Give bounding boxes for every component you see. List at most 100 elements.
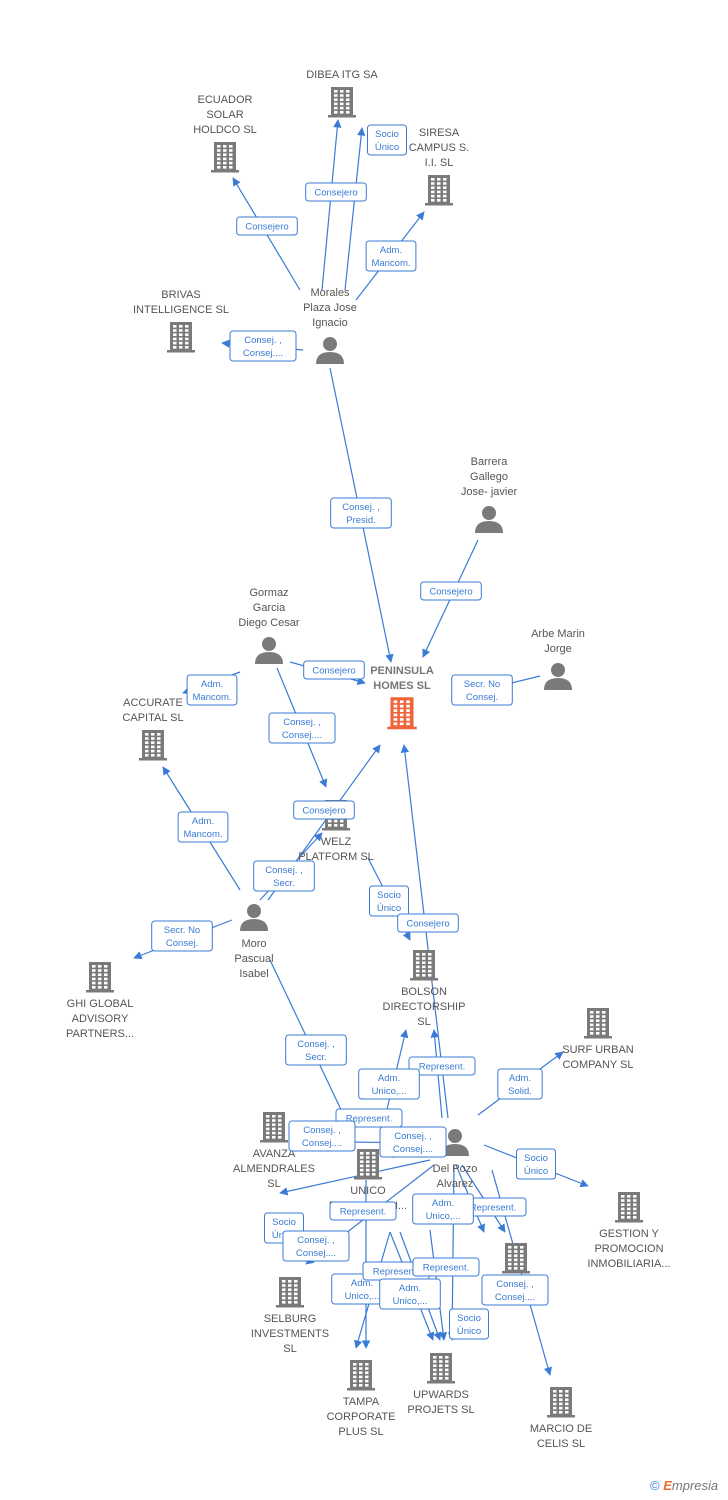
relation-label[interactable]: Consejero (303, 660, 365, 680)
relation-label[interactable]: Represent. (408, 1056, 476, 1076)
relation-label[interactable]: Consej. ,Secr. (285, 1034, 347, 1066)
relation-label-box[interactable] (412, 1257, 480, 1277)
relation-label-box[interactable] (305, 182, 367, 202)
node-ghi[interactable]: GHI GLOBALADVISORYPARTNERS... (66, 962, 134, 1040)
node-label: Barrera (471, 456, 509, 468)
relation-label-box[interactable] (412, 1193, 474, 1225)
relation-label-box[interactable] (397, 913, 459, 933)
relation-label[interactable]: Represent. (329, 1201, 397, 1221)
relation-label-box[interactable] (365, 240, 417, 272)
node-label: Plaza Jose (303, 302, 357, 314)
relation-label[interactable]: Consejero (305, 182, 367, 202)
relation-label[interactable]: Consej. ,Consej.... (481, 1274, 549, 1306)
relation-label[interactable]: Consej. ,Presid. (330, 497, 392, 529)
node-label: WELZ (321, 836, 352, 848)
relation-label-text: Consej.... (282, 730, 322, 741)
relation-label[interactable]: Consejero (397, 913, 459, 933)
relation-label-box[interactable] (379, 1126, 447, 1158)
relation-label[interactable]: Consej. ,Secr. (253, 860, 315, 892)
relation-label-box[interactable] (285, 1034, 347, 1066)
relation-label-box[interactable] (449, 1308, 489, 1340)
relation-label[interactable]: Consejero (236, 216, 298, 236)
relation-label[interactable]: Consej. ,Consej.... (268, 712, 336, 744)
relation-label-box[interactable] (282, 1230, 350, 1262)
relation-label-box[interactable] (369, 885, 409, 917)
relation-label-text: Adm. (380, 245, 402, 256)
node-gestion[interactable]: GESTION YPROMOCIONINMOBILIARIA... (587, 1192, 671, 1270)
relation-label-box[interactable] (151, 920, 213, 952)
node-label: Gallego (470, 471, 508, 483)
relation-label-text: Consejero (245, 222, 288, 233)
relation-label[interactable]: Consejero (420, 581, 482, 601)
relation-label[interactable]: Consej. ,Consej.... (288, 1120, 356, 1152)
relation-label-box[interactable] (288, 1120, 356, 1152)
relation-label-box[interactable] (236, 216, 298, 236)
relation-label-box[interactable] (177, 811, 229, 843)
relation-label[interactable]: Adm.Mancom. (186, 674, 238, 706)
relation-label-text: Solid. (508, 1086, 532, 1097)
relation-label-box[interactable] (303, 660, 365, 680)
building-icon (354, 1149, 382, 1180)
relation-label[interactable]: Consejero (293, 800, 355, 820)
node-label: GHI GLOBAL (67, 998, 134, 1010)
building-icon (547, 1387, 575, 1418)
relation-label-box[interactable] (420, 581, 482, 601)
relation-label[interactable]: Consej. ,Consej.... (229, 330, 297, 362)
relation-label-box[interactable] (481, 1274, 549, 1306)
relation-label-box[interactable] (229, 330, 297, 362)
node-label: Garcia (253, 602, 286, 614)
relation-label-box[interactable] (330, 497, 392, 529)
relation-label-box[interactable] (358, 1068, 420, 1100)
relation-label-box[interactable] (293, 800, 355, 820)
relation-label[interactable]: Adm.Mancom. (177, 811, 229, 843)
relation-label-box[interactable] (367, 124, 407, 156)
relation-label[interactable]: Adm.Unico,... (379, 1278, 441, 1310)
building-icon (387, 697, 417, 730)
relation-label[interactable]: Consej. ,Consej.... (379, 1126, 447, 1158)
relation-label[interactable]: Adm.Unico,... (358, 1068, 420, 1100)
relation-label-box[interactable] (253, 860, 315, 892)
relation-label[interactable]: Adm.Unico,... (331, 1273, 393, 1305)
relation-label-box[interactable] (451, 674, 513, 706)
relation-label[interactable]: Adm.Unico,... (412, 1193, 474, 1225)
relation-label-text: Único (524, 1166, 548, 1177)
relation-label-box[interactable] (329, 1201, 397, 1221)
relation-label-box[interactable] (379, 1278, 441, 1310)
relation-label-box[interactable] (516, 1148, 556, 1180)
relation-label-box[interactable] (186, 674, 238, 706)
relation-label[interactable]: Consej. ,Consej.... (282, 1230, 350, 1262)
node-label: SELBURG (264, 1313, 317, 1325)
relation-label-text: Adm. (192, 816, 214, 827)
relation-label-box[interactable] (408, 1056, 476, 1076)
relation-label[interactable]: Represent. (412, 1257, 480, 1277)
node-dibea[interactable]: DIBEA ITG SA (306, 69, 378, 118)
relation-label[interactable]: Adm.Mancom. (365, 240, 417, 272)
relation-label-box[interactable] (268, 712, 336, 744)
relation-label-box[interactable] (497, 1068, 543, 1100)
relation-label[interactable]: Adm.Solid. (497, 1068, 543, 1100)
